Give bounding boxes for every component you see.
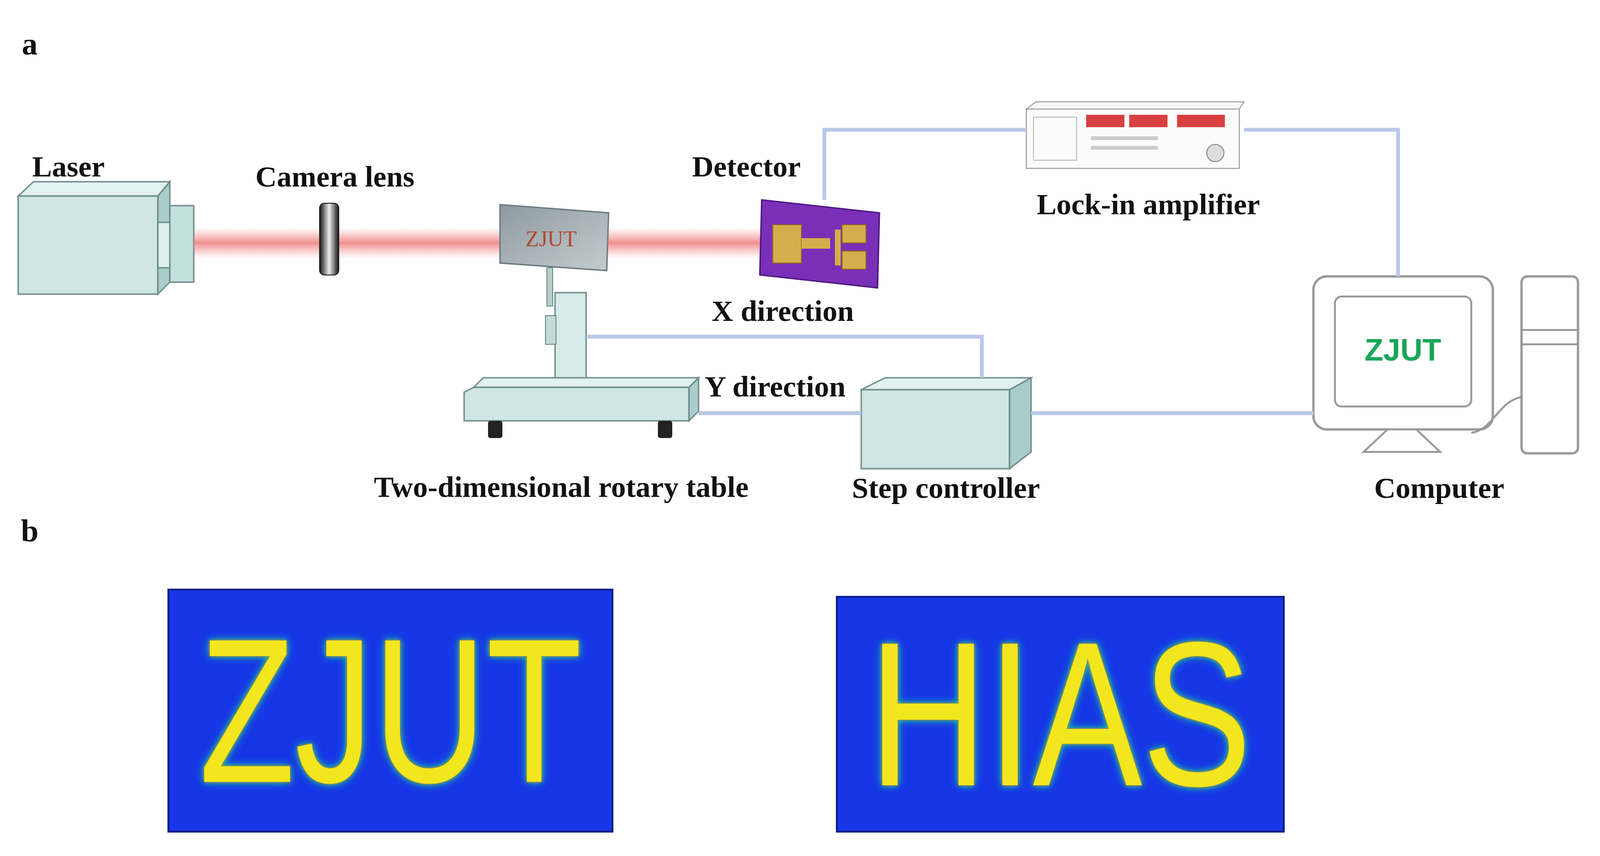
detector-chip <box>759 200 880 289</box>
connector-wire <box>698 411 862 416</box>
computer-node: ZJUTComputer <box>1313 276 1578 454</box>
label-holder: ZJUT <box>1364 333 1442 367</box>
heatmap-panels-part <box>836 597 1284 833</box>
rotary-table-part <box>546 267 553 307</box>
label-holder: Camera lens <box>255 160 415 193</box>
computer-part <box>1363 429 1441 453</box>
sample-plate <box>500 204 609 271</box>
rotary-table-part <box>657 421 673 439</box>
label-holder: Lock-in amplifier <box>1036 188 1261 221</box>
rotary-table-part <box>464 387 689 422</box>
computer-part <box>1521 343 1578 346</box>
label-holder: Laser <box>32 150 105 183</box>
lock-in-amplifier <box>1026 101 1245 169</box>
detector-chip-part <box>842 251 867 270</box>
rotary-table-node: Two-dimensional rotary table <box>464 270 699 439</box>
label-text: Camera lens <box>255 160 415 193</box>
label-holder: Detector <box>691 150 801 183</box>
detector-chip-part <box>772 224 802 264</box>
label-holder: a <box>22 26 38 62</box>
rotary-table-part <box>473 377 699 388</box>
label-holder: ZJUT <box>525 227 577 252</box>
label-text: Laser <box>32 150 105 183</box>
step-controller <box>861 377 1032 469</box>
rotary-table-part <box>688 377 699 422</box>
label-text: Step controller <box>851 471 1040 505</box>
panel-letter: b <box>21 513 39 549</box>
heatmap-image-text: HIAS <box>868 611 1252 818</box>
rotary-table-part <box>545 315 556 345</box>
laser-source-part <box>169 205 194 283</box>
lock-in-amplifier-part <box>1090 136 1158 141</box>
label-text: Computer <box>1374 471 1505 505</box>
lock-in-amplifier-part <box>1129 114 1168 128</box>
sample-plate-part <box>500 204 609 271</box>
rotary-table <box>464 267 699 439</box>
connector-wire <box>824 129 1027 200</box>
detector-chip-part <box>801 238 831 249</box>
detector-chip-part <box>842 224 867 244</box>
laser-source <box>18 181 194 295</box>
sample-text: ZJUT <box>525 227 577 252</box>
panel-letter: a <box>22 26 38 62</box>
lock-in-amplifier-part <box>1177 114 1225 128</box>
label-holder: X direction <box>710 294 856 328</box>
rotary-table-part <box>555 292 587 389</box>
lock-in-amplifier-part <box>1026 101 1245 110</box>
connector-wire <box>1244 129 1399 277</box>
detector-node: Detector <box>759 200 880 289</box>
label-holder: Y direction <box>702 370 848 403</box>
lock-in-amplifier-part <box>1026 109 1240 169</box>
label-text: Lock-in amplifier <box>1036 188 1261 221</box>
step-controller-part <box>861 389 1010 469</box>
label-holder: Two-dimensional rotary table <box>373 470 749 504</box>
lens-node: Camera lens <box>315 203 343 276</box>
connector-wire <box>1031 411 1314 416</box>
controller-node: Step controller <box>861 377 1032 469</box>
lock-in-amplifier-part <box>1206 144 1224 162</box>
label-holder: Computer <box>1374 471 1505 505</box>
sample-node: ZJUT <box>500 204 609 271</box>
detector-chip-part <box>834 229 841 266</box>
detector-chip-part <box>759 200 880 289</box>
laser-source-part <box>18 196 158 295</box>
step-controller-part <box>861 377 1032 390</box>
computer-part <box>1313 276 1493 430</box>
lock-in-amplifier-part <box>1090 145 1158 150</box>
heatmap-image-text: ZJUT <box>199 608 582 814</box>
label-holder: b <box>21 513 39 549</box>
lock-in-amplifier-part <box>1086 114 1125 128</box>
computer-part <box>1334 296 1472 407</box>
amplifier-node: Lock-in amplifier <box>1026 101 1245 169</box>
computer-part <box>1521 329 1578 332</box>
computer-part <box>1521 276 1578 454</box>
label-holder: HIAS <box>820 611 1301 818</box>
heatmap-panels-part <box>168 589 613 833</box>
lock-in-amplifier-part <box>1033 117 1077 161</box>
step-controller-part <box>1009 377 1032 469</box>
label-text: Two-dimensional rotary table <box>373 470 749 504</box>
edge-label: Y direction <box>702 370 848 403</box>
camera-lens <box>319 203 339 276</box>
camera-lens-part <box>319 203 339 276</box>
computer <box>1313 276 1578 454</box>
heatmap-panels <box>168 589 1284 833</box>
screen-text: ZJUT <box>1364 333 1442 367</box>
laser-node: Laser <box>18 181 194 295</box>
label-text: Detector <box>691 150 801 183</box>
rotary-table-part <box>488 421 503 439</box>
label-holder: Step controller <box>851 471 1040 505</box>
laser-source-part <box>18 181 170 197</box>
edge-label: X direction <box>710 294 856 328</box>
label-holder: ZJUT <box>139 608 643 814</box>
computer-part <box>1471 397 1522 434</box>
